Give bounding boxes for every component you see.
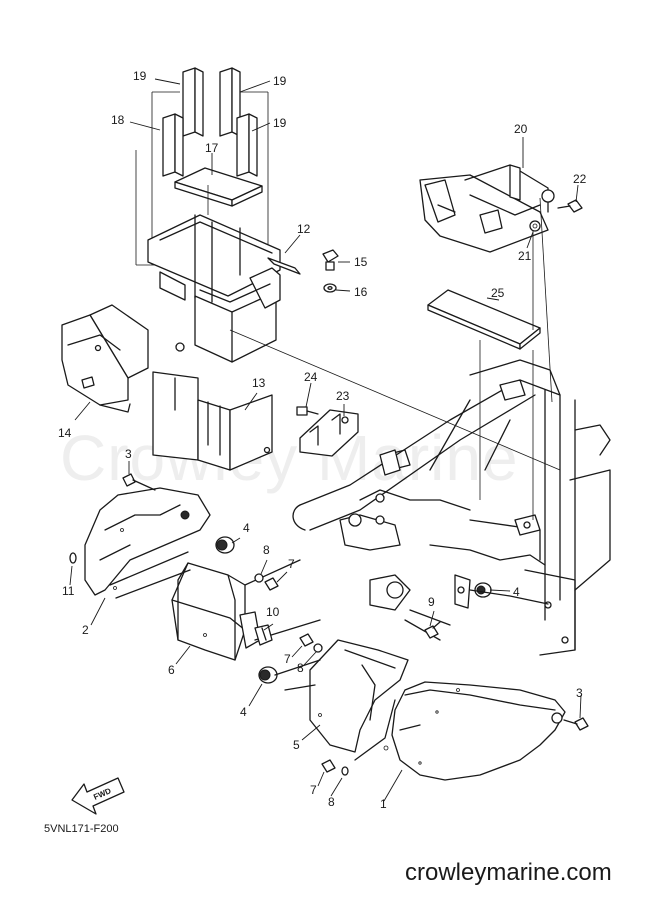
callout-24: 24 [304,370,318,384]
part-14-cover [61,304,149,413]
callout-8-b: 8 [297,661,304,675]
callout-7-c: 7 [310,783,317,797]
part-9-bolt [424,621,441,639]
callout-6: 6 [168,663,175,677]
part-24-bolt [296,406,319,416]
part-4-mount-a [215,536,235,554]
part-8-washer-c [341,766,349,776]
callout-7-b: 7 [284,652,291,666]
callout-10: 10 [266,605,280,619]
part-19-pad-middle [219,67,241,137]
callout-23: 23 [336,389,350,403]
callouts: 19 19 18 19 17 20 12 22 21 15 16 25 13 2… [58,69,587,811]
callout-3-lower: 3 [576,686,583,700]
callout-4-b: 4 [240,705,247,719]
part-15-bolt [322,249,339,271]
part-19-pad-right [236,113,258,177]
callout-14: 14 [58,426,72,440]
callout-18: 18 [111,113,125,127]
callout-22: 22 [573,172,587,186]
part-7-bolt-c [321,759,336,773]
part-7-bolt-a [264,577,279,591]
callout-16: 16 [354,285,368,299]
callout-25: 25 [491,286,505,300]
callout-11: 11 [62,584,75,598]
part-11-washer [69,552,77,564]
callout-19-b: 19 [273,74,287,88]
part-1-cover [391,681,566,781]
callout-8-a: 8 [263,543,270,557]
callout-21: 21 [518,249,532,263]
callout-17: 17 [205,141,219,155]
part-23-clamp [299,409,359,457]
callout-9: 9 [428,595,435,609]
part-8-washer-b [313,643,323,653]
callout-2: 2 [82,623,89,637]
part-16-washer [323,283,337,293]
callout-13: 13 [252,376,266,390]
callout-3-upper: 3 [125,447,132,461]
callout-15: 15 [354,255,368,269]
part-2-lower-cover [84,487,211,596]
part-4-mount-c [474,582,492,598]
part-7-bolt-b [299,633,314,647]
part-17-pad [174,167,263,207]
callout-19-a: 19 [133,69,147,83]
part-18-pad [162,113,184,177]
callout-19-c: 19 [273,116,287,130]
part-5-cover [309,639,409,761]
part-22-bolt [557,199,583,213]
callout-8-c: 8 [328,795,335,809]
part-12-battery-holder [147,214,301,363]
leader-lines [69,78,582,802]
frame-assembly [292,359,611,656]
callout-1: 1 [380,797,387,811]
callout-4-a: 4 [243,521,250,535]
fwd-arrow-icon: FWD [71,777,125,815]
part-4-mount-b [258,666,278,684]
part-3-bolt-lower [563,717,589,731]
callout-7-a: 7 [288,557,295,571]
part-6-cover [171,562,261,661]
callout-4-c: 4 [513,585,520,599]
part-25-pad [427,289,541,350]
callout-12: 12 [297,222,311,236]
part-8-washer-a [254,573,264,583]
callout-5: 5 [293,738,300,752]
site-footer: crowleymarine.com [405,859,612,886]
diagram-code: 5VNL171-F200 [44,823,119,835]
part-13-bracket [152,371,273,471]
part-21-nut [529,220,541,232]
callout-20: 20 [514,122,528,136]
part-19-pad-left [182,67,204,137]
part-3-bolt-upper [122,473,156,491]
part-10-clip [254,624,273,646]
part-20-battery-tray [419,164,555,253]
